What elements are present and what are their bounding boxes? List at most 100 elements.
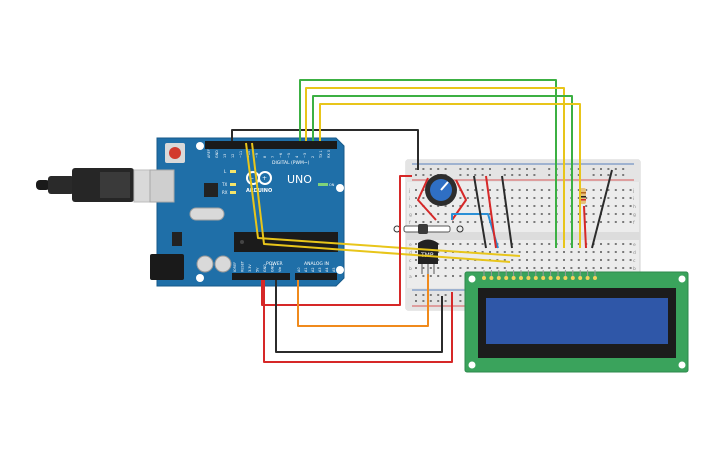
breadboard-hole[interactable] [452, 243, 454, 245]
breadboard-hole[interactable] [452, 205, 454, 207]
breadboard-hole[interactable] [511, 267, 514, 269]
breadboard-hole[interactable] [592, 251, 595, 253]
breadboard-hole[interactable] [511, 189, 514, 191]
breadboard-hole[interactable] [518, 197, 521, 199]
breadboard-hole[interactable] [622, 213, 625, 215]
breadboard-hole[interactable] [622, 189, 625, 191]
breadboard-hole[interactable] [548, 197, 551, 199]
breadboard-hole[interactable] [585, 205, 588, 207]
breadboard-hole[interactable] [570, 267, 573, 269]
resistor[interactable] [580, 188, 586, 204]
breadboard-hole[interactable] [429, 205, 432, 207]
breadboard-hole[interactable] [518, 221, 521, 223]
breadboard-hole[interactable] [415, 189, 417, 191]
lcd-pin[interactable] [593, 276, 597, 280]
breadboard-hole[interactable] [489, 267, 491, 269]
lcd-pin[interactable] [496, 276, 501, 280]
breadboard-hole[interactable] [459, 275, 462, 277]
breadboard-hole[interactable] [614, 221, 617, 223]
breadboard-hole[interactable] [459, 259, 462, 261]
digital-header[interactable] [205, 141, 337, 149]
breadboard-hole[interactable] [444, 205, 447, 207]
breadboard-hole[interactable] [526, 243, 528, 245]
breadboard-hole[interactable] [585, 267, 588, 269]
breadboard-hole[interactable] [629, 221, 632, 223]
breadboard-hole[interactable] [511, 259, 514, 261]
breadboard-hole[interactable] [540, 205, 543, 207]
wire-black-gnd[interactable] [275, 280, 443, 353]
wire-red-5v[interactable] [261, 175, 412, 306]
breadboard-hole[interactable] [466, 267, 469, 269]
breadboard-hole[interactable] [444, 221, 447, 223]
breadboard-hole[interactable] [622, 251, 625, 253]
breadboard-hole[interactable] [629, 189, 632, 191]
breadboard-hole[interactable] [459, 197, 462, 199]
breadboard-hole[interactable] [444, 213, 447, 215]
breadboard-hole[interactable] [555, 259, 558, 261]
wire-yellow-2[interactable] [319, 103, 581, 248]
breadboard-hole[interactable] [437, 213, 440, 215]
breadboard-hole[interactable] [518, 267, 521, 269]
breadboard-hole[interactable] [622, 259, 625, 261]
breadboard-hole[interactable] [577, 267, 580, 269]
breadboard-hole[interactable] [600, 267, 602, 269]
lcd-pin[interactable] [489, 276, 494, 280]
breadboard-hole[interactable] [518, 259, 521, 261]
breadboard-hole[interactable] [555, 251, 558, 253]
breadboard-hole[interactable] [526, 197, 528, 199]
breadboard-hole[interactable] [585, 221, 588, 223]
breadboard-hole[interactable] [474, 197, 477, 199]
breadboard-hole[interactable] [459, 243, 462, 245]
rail-hole[interactable] [614, 168, 617, 170]
breadboard-hole[interactable] [481, 243, 484, 245]
breadboard-hole[interactable] [570, 259, 573, 261]
rail-hole[interactable] [429, 174, 432, 176]
breadboard-hole[interactable] [577, 197, 580, 199]
breadboard-hole[interactable] [607, 259, 610, 261]
breadboard-hole[interactable] [614, 259, 617, 261]
breadboard-hole[interactable] [415, 213, 417, 215]
rail-hole[interactable] [481, 174, 484, 176]
lcd-pin-header[interactable] [482, 276, 597, 280]
wire-black-jumper-3[interactable] [591, 169, 613, 249]
breadboard-hole[interactable] [415, 275, 417, 277]
breadboard-hole[interactable] [444, 243, 447, 245]
rail-hole[interactable] [548, 174, 551, 176]
breadboard-hole[interactable] [540, 197, 543, 199]
breadboard-hole[interactable] [592, 213, 595, 215]
breadboard-hole[interactable] [555, 267, 558, 269]
breadboard-hole[interactable] [600, 189, 602, 191]
breadboard-hole[interactable] [481, 267, 484, 269]
rail-hole[interactable] [437, 168, 440, 170]
rail-hole[interactable] [600, 168, 602, 170]
breadboard-hole[interactable] [489, 251, 491, 253]
breadboard-hole[interactable] [548, 213, 551, 215]
breadboard-hole[interactable] [518, 243, 521, 245]
breadboard-hole[interactable] [577, 189, 580, 191]
rail-hole[interactable] [577, 168, 580, 170]
breadboard-hole[interactable] [496, 267, 499, 269]
breadboard-hole[interactable] [466, 243, 469, 245]
breadboard-hole[interactable] [577, 243, 580, 245]
rail-hole[interactable] [533, 168, 536, 170]
breadboard-hole[interactable] [533, 243, 536, 245]
breadboard-hole[interactable] [526, 205, 528, 207]
wire-red-jumper[interactable] [485, 175, 497, 249]
lcd-pin[interactable] [511, 276, 516, 280]
breadboard-hole[interactable] [607, 221, 610, 223]
breadboard-hole[interactable] [511, 251, 514, 253]
rail-hole[interactable] [415, 294, 417, 296]
lcd-16x2-display[interactable] [464, 271, 689, 373]
breadboard-hole[interactable] [496, 221, 499, 223]
breadboard-hole[interactable] [437, 259, 440, 261]
analog-header[interactable] [295, 273, 337, 280]
rail-hole[interactable] [489, 174, 491, 176]
breadboard-hole[interactable] [496, 213, 499, 215]
breadboard-hole[interactable] [503, 221, 506, 223]
breadboard-hole[interactable] [548, 259, 551, 261]
breadboard-hole[interactable] [459, 221, 462, 223]
rail-hole[interactable] [422, 168, 425, 170]
breadboard-hole[interactable] [452, 267, 454, 269]
lcd-pin[interactable] [585, 276, 590, 280]
breadboard-hole[interactable] [607, 251, 610, 253]
